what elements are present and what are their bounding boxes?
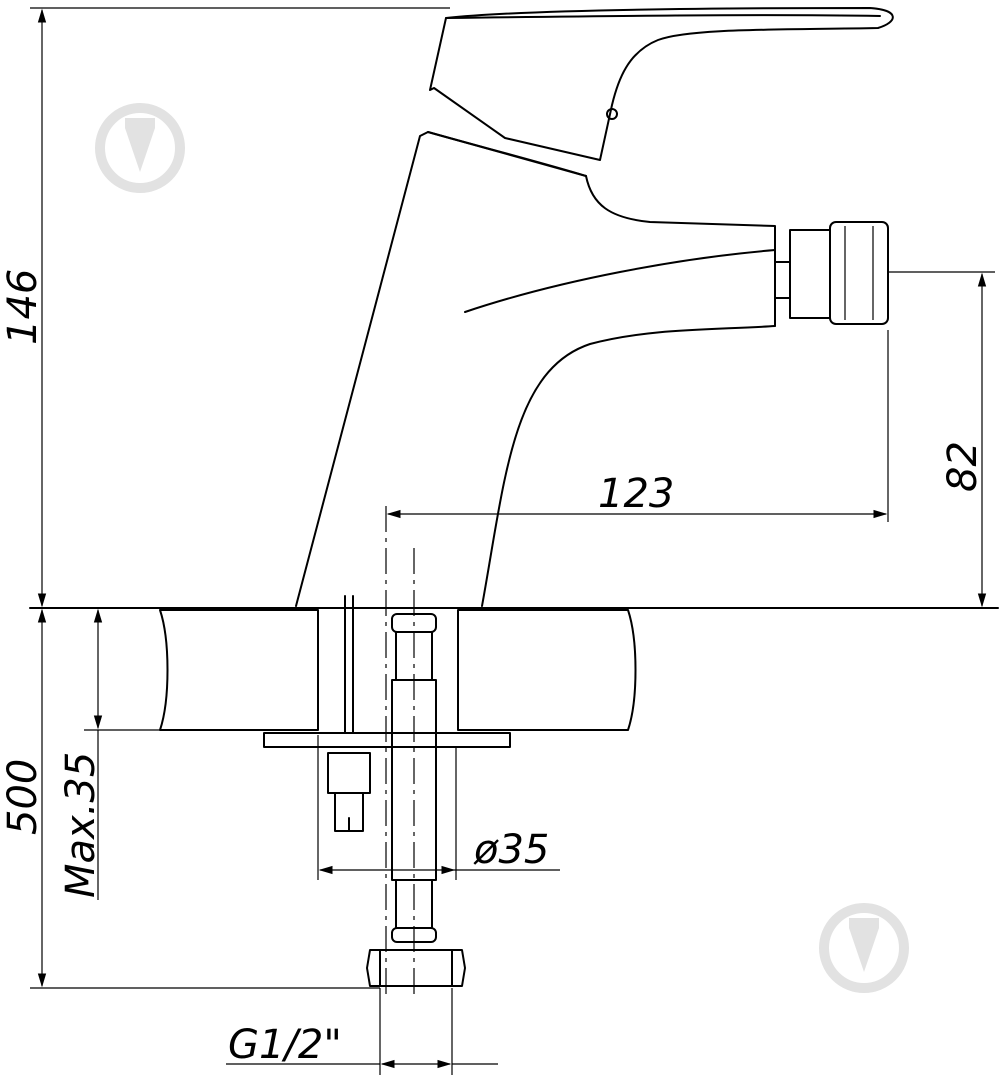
lever-handle (429, 7, 894, 161)
spray-nozzle (774, 221, 889, 325)
dimension-146-label: 146 (0, 269, 46, 345)
dimension-hole-diameter: ø35 (317, 735, 560, 880)
countertop-section (159, 609, 637, 731)
droplet-logo-icon (95, 103, 185, 193)
dimension-overall-height: 146 (0, 7, 450, 608)
dimension-thread-label: G1/2" (228, 1022, 342, 1068)
dimension-spout-reach: 123 (385, 330, 889, 1000)
dimension-hose-length: 500 (0, 608, 380, 989)
dimension-deck-thickness: Max.35 (58, 608, 160, 900)
dimension-diameter35-label: ø35 (473, 827, 549, 873)
dimension-spout-height: 82 (888, 271, 995, 608)
mounting-stud (263, 595, 511, 832)
dimension-123-label: 123 (598, 471, 674, 517)
dimension-max35-label: Max.35 (58, 752, 104, 898)
droplet-logo-icon (819, 903, 909, 993)
dimension-500-label: 500 (0, 759, 46, 835)
dimension-thread: G1/2" (226, 988, 498, 1075)
dimension-82-label: 82 (940, 441, 986, 492)
faucet-body (295, 131, 776, 607)
flexible-hose (366, 613, 466, 987)
